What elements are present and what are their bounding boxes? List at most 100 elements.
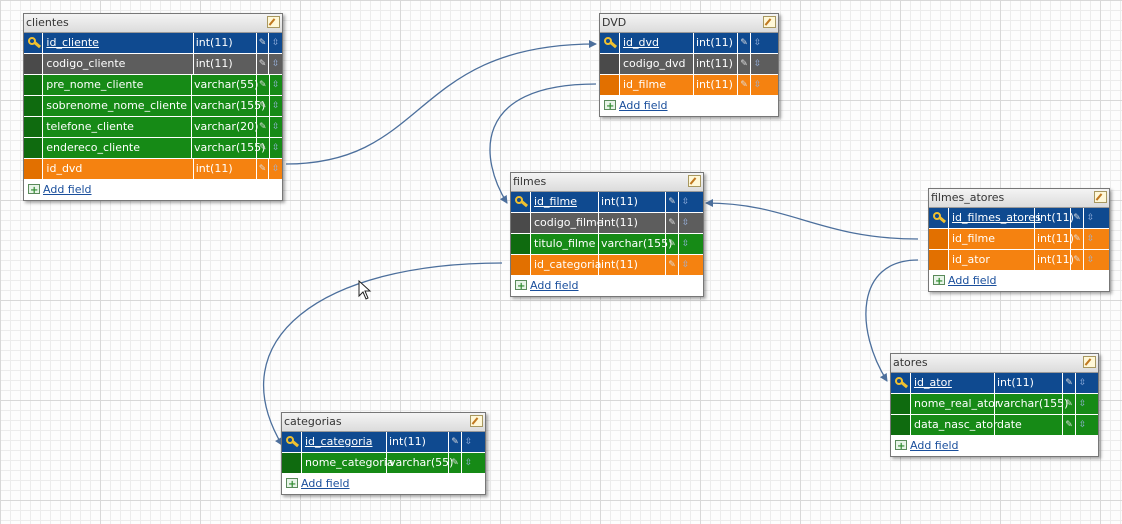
add-field-link[interactable]: Add field xyxy=(530,279,579,292)
add-field-link[interactable]: Add field xyxy=(301,477,350,490)
table-categorias[interactable]: categorias id_categoriaint(11)nome_categ… xyxy=(281,412,486,495)
edit-field-icon[interactable] xyxy=(666,255,679,275)
edit-field-icon[interactable] xyxy=(738,33,751,53)
move-field-icon[interactable] xyxy=(751,75,764,95)
add-field-icon[interactable] xyxy=(286,475,298,495)
field-name[interactable]: id_filme xyxy=(531,192,599,212)
field-name[interactable]: endereco_cliente xyxy=(43,138,193,158)
field-type[interactable]: int(11) xyxy=(1035,229,1074,249)
field-type[interactable]: int(11) xyxy=(995,373,1063,393)
edit-table-icon[interactable] xyxy=(763,16,776,28)
table-header[interactable]: filmes_atores xyxy=(929,189,1109,208)
field-type[interactable]: int(11) xyxy=(194,159,257,179)
field-name[interactable]: id_ator xyxy=(911,373,995,393)
relation-dvd-filmes[interactable] xyxy=(489,83,597,204)
field-name[interactable]: id_categoria xyxy=(302,432,387,452)
field-name[interactable]: id_filmes_atores xyxy=(949,208,1041,228)
move-field-icon[interactable] xyxy=(1084,250,1097,270)
move-field-icon[interactable] xyxy=(462,432,475,452)
table-header[interactable]: DVD xyxy=(600,14,778,33)
field-name[interactable]: nome_categoria xyxy=(302,453,394,473)
field-type[interactable]: int(11) xyxy=(694,75,738,95)
field-name[interactable]: telefone_cliente xyxy=(43,117,193,137)
table-header[interactable]: filmes xyxy=(511,173,703,192)
add-field-link[interactable]: Add field xyxy=(43,183,92,196)
table-header[interactable]: categorias xyxy=(282,413,485,432)
table-atores[interactable]: atores id_atorint(11)nome_real_atorvarch… xyxy=(890,353,1099,457)
table-filmes[interactable]: filmes id_filmeint(11)codigo_filmeint(11… xyxy=(510,172,704,297)
edit-field-icon[interactable] xyxy=(666,192,679,212)
field-type[interactable]: int(11) xyxy=(599,213,666,233)
field-type[interactable]: varchar(55) xyxy=(387,453,453,473)
field-name[interactable]: id_filme xyxy=(620,75,694,95)
field-name[interactable]: codigo_dvd xyxy=(620,54,694,74)
move-field-icon[interactable] xyxy=(679,255,692,275)
move-field-icon[interactable] xyxy=(751,33,764,53)
move-field-icon[interactable] xyxy=(270,96,282,116)
relation-clientes-dvd[interactable] xyxy=(285,40,597,165)
relation-filmes_atores-filmes[interactable] xyxy=(705,199,919,240)
add-field-icon[interactable] xyxy=(895,437,907,457)
field-type[interactable]: int(11) xyxy=(387,432,449,452)
move-field-icon[interactable] xyxy=(270,75,282,95)
move-field-icon[interactable] xyxy=(679,192,692,212)
field-type[interactable]: int(11) xyxy=(599,192,666,212)
edit-field-icon[interactable] xyxy=(257,75,270,95)
field-type[interactable]: int(11) xyxy=(694,33,738,53)
field-type[interactable]: varchar(55) xyxy=(192,75,258,95)
field-name[interactable]: pre_nome_cliente xyxy=(43,75,193,95)
field-name[interactable]: titulo_filme xyxy=(531,234,599,254)
field-type[interactable]: int(11) xyxy=(694,54,738,74)
edit-field-icon[interactable] xyxy=(449,453,462,473)
edit-field-icon[interactable] xyxy=(738,75,751,95)
field-name[interactable]: id_ator xyxy=(949,250,1035,270)
field-type[interactable]: int(11) xyxy=(194,33,257,53)
relation-filmes-categorias[interactable] xyxy=(263,262,503,446)
add-field-icon[interactable] xyxy=(604,97,616,117)
move-field-icon[interactable] xyxy=(1076,373,1089,393)
edit-field-icon[interactable] xyxy=(257,138,270,158)
move-field-icon[interactable] xyxy=(751,54,764,74)
field-type[interactable]: varchar(155) xyxy=(599,234,672,254)
add-field-link[interactable]: Add field xyxy=(948,274,997,287)
field-name[interactable]: id_dvd xyxy=(43,159,194,179)
field-type[interactable]: date xyxy=(995,415,1063,435)
move-field-icon[interactable] xyxy=(270,138,282,158)
field-type[interactable]: int(11) xyxy=(194,54,257,74)
edit-table-icon[interactable] xyxy=(470,415,483,427)
edit-field-icon[interactable] xyxy=(1071,250,1084,270)
field-name[interactable]: sobrenome_nome_cliente xyxy=(43,96,193,116)
move-field-icon[interactable] xyxy=(1084,229,1097,249)
table-clientes[interactable]: clientes id_clienteint(11)codigo_cliente… xyxy=(23,13,283,201)
add-field-link[interactable]: Add field xyxy=(619,99,668,112)
table-header[interactable]: atores xyxy=(891,354,1098,373)
move-field-icon[interactable] xyxy=(269,33,282,53)
edit-field-icon[interactable] xyxy=(1071,229,1084,249)
edit-table-icon[interactable] xyxy=(267,16,280,28)
field-name[interactable]: id_cliente xyxy=(43,33,194,53)
move-field-icon[interactable] xyxy=(269,54,282,74)
move-field-icon[interactable] xyxy=(1084,208,1097,228)
add-field-icon[interactable] xyxy=(933,272,945,292)
field-name[interactable]: id_dvd xyxy=(620,33,694,53)
edit-field-icon[interactable] xyxy=(666,213,679,233)
edit-field-icon[interactable] xyxy=(738,54,751,74)
field-type[interactable]: int(11) xyxy=(1035,208,1074,228)
